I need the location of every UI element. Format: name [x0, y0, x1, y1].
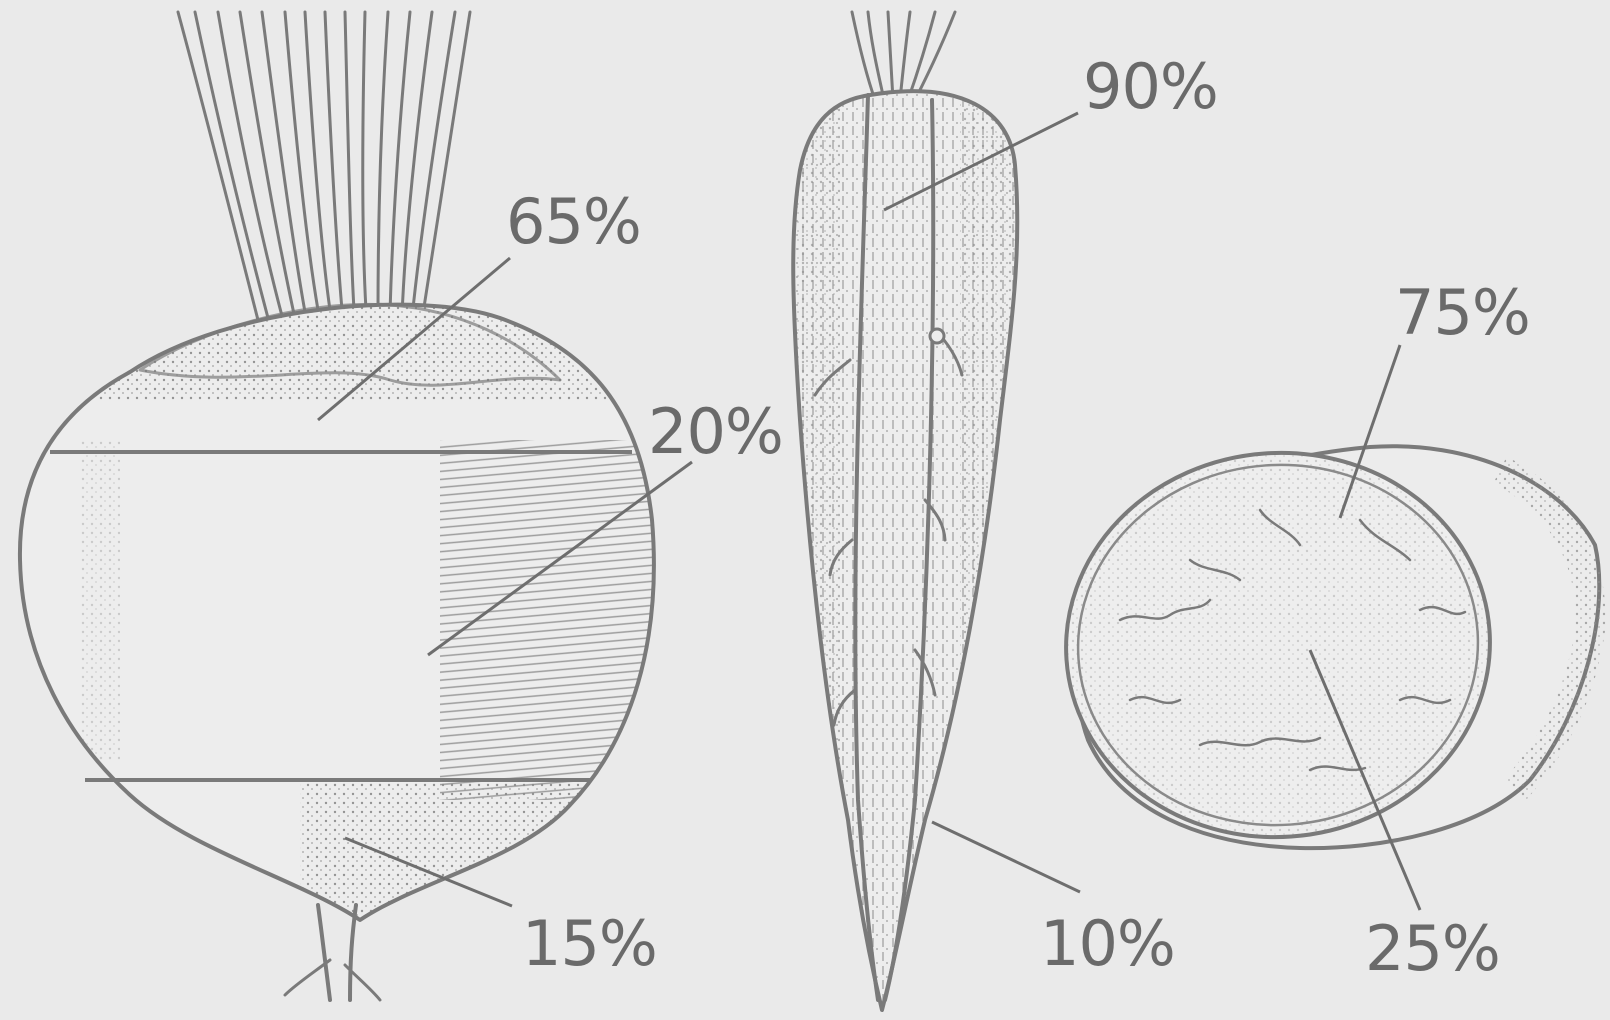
potato-illustration [1053, 439, 1599, 860]
label-potato-inner: 25% [1365, 912, 1500, 985]
turnip-stalks [178, 12, 470, 320]
label-turnip-bottom: 15% [522, 907, 657, 980]
carrot-illustration [780, 12, 1030, 1020]
label-potato-outer: 75% [1395, 276, 1530, 349]
label-turnip-top: 65% [506, 185, 641, 258]
leader-carrot-core [932, 822, 1080, 892]
label-carrot-outer: 90% [1083, 50, 1218, 123]
label-carrot-core: 10% [1040, 907, 1175, 980]
label-turnip-middle: 20% [648, 395, 783, 468]
turnip-illustration [0, 12, 680, 1000]
